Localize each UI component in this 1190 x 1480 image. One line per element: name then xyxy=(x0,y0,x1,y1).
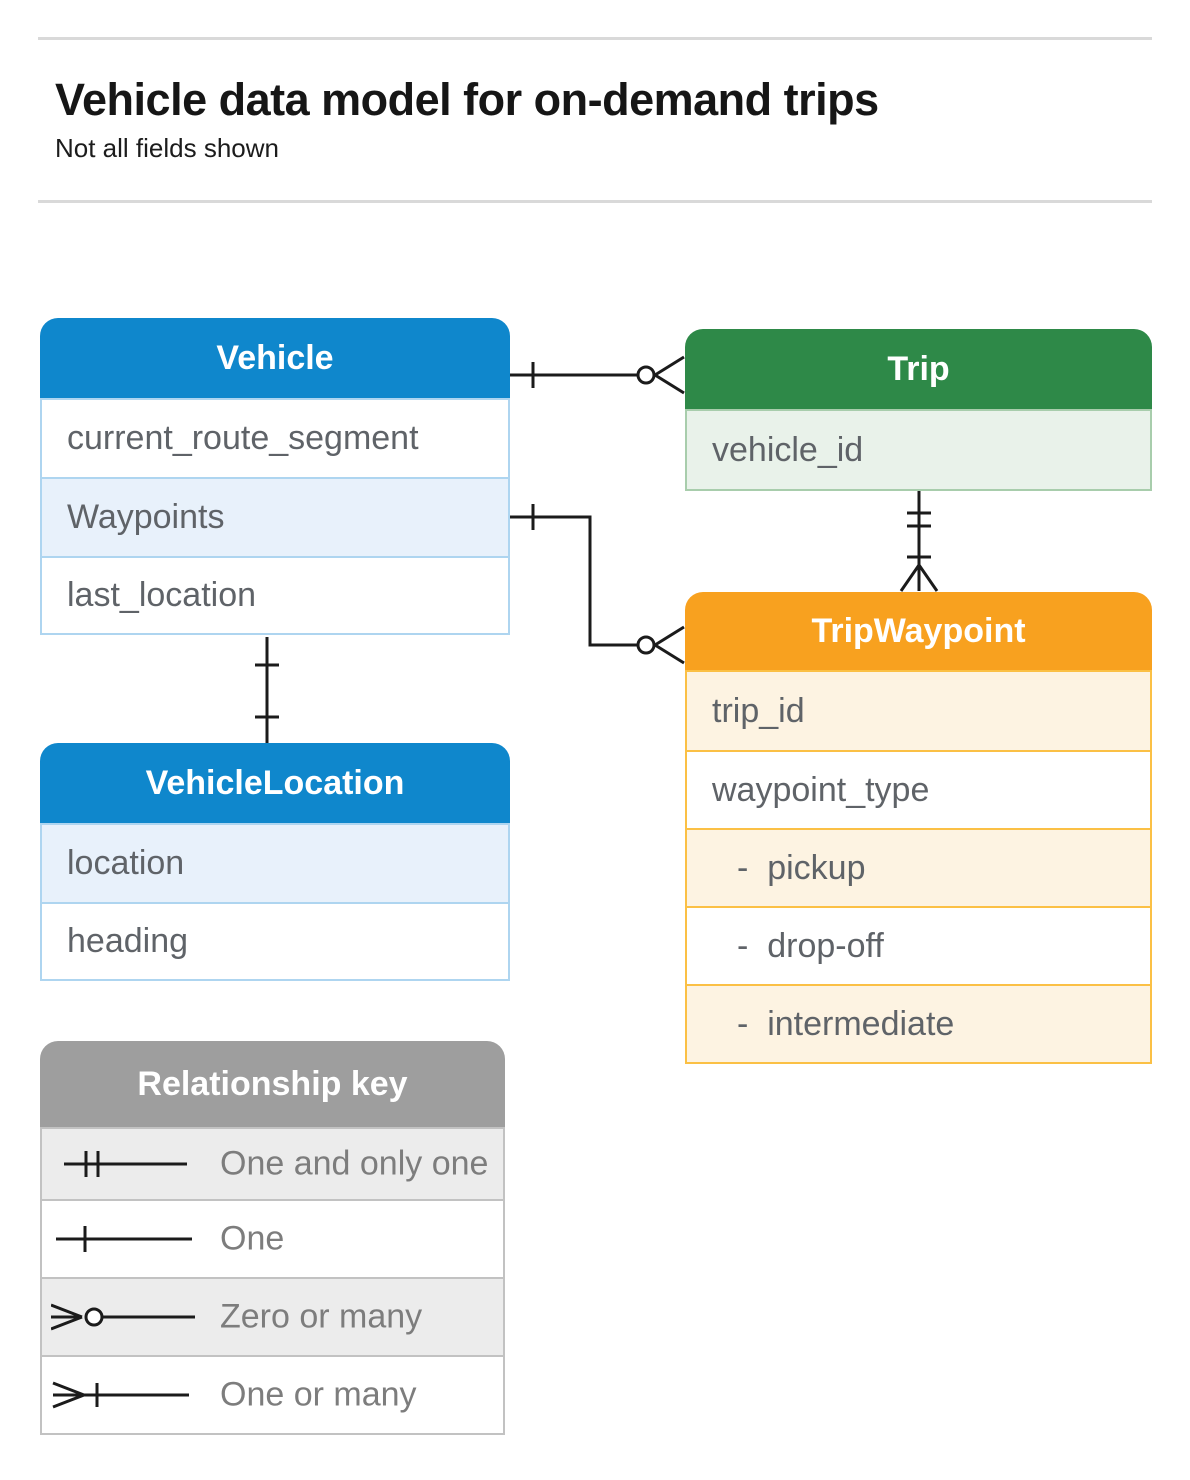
relationship-key-header: Relationship key xyxy=(40,1041,505,1127)
field-row: vehicle_id xyxy=(687,411,1150,489)
field-row: location xyxy=(42,825,508,902)
crow-foot-icon xyxy=(654,355,685,395)
key-row: Zero or many xyxy=(42,1277,503,1355)
entity-fields-vehicle: current_route_segment Waypoints last_loc… xyxy=(40,398,510,635)
field-row: trip_id xyxy=(687,672,1150,750)
page-title: Vehicle data model for on-demand trips xyxy=(55,74,879,125)
relationship-vehicle-trip xyxy=(510,355,685,395)
page-subtitle: Not all fields shown xyxy=(55,133,279,163)
entity-table-vehicle: Vehicle current_route_segment Waypoints … xyxy=(40,318,510,635)
key-label: One xyxy=(220,1219,285,1258)
entity-table-vehiclelocation: VehicleLocation location heading xyxy=(40,743,510,981)
field-row: last_location xyxy=(42,556,508,633)
entity-header-vehicle: Vehicle xyxy=(40,318,510,398)
key-label: One or many xyxy=(220,1375,417,1414)
relationship-key-rows: One and only one One Zero or many xyxy=(40,1127,505,1435)
entity-fields-vehiclelocation: location heading xyxy=(40,823,510,981)
entity-fields-trip: vehicle_id xyxy=(685,409,1152,491)
key-label: Zero or many xyxy=(220,1297,423,1336)
field-row: waypoint_type xyxy=(687,750,1150,828)
crow-foot-icon xyxy=(654,625,685,665)
relationship-vehicle-vehiclelocation xyxy=(255,637,279,743)
one-or-many-icon xyxy=(52,1381,189,1409)
top-divider xyxy=(38,37,1152,40)
key-label: One and only one xyxy=(220,1144,489,1183)
field-row: heading xyxy=(42,902,508,979)
crow-foot-icon xyxy=(899,564,939,592)
key-row: One xyxy=(42,1199,503,1277)
relationship-waypoints-tripwaypoint xyxy=(510,504,685,665)
relationship-key: Relationship key One and only one One xyxy=(40,1041,505,1435)
field-row: Waypoints xyxy=(42,477,508,556)
field-row-enum: - pickup xyxy=(687,828,1150,906)
relationship-trip-tripwaypoint xyxy=(899,490,939,592)
field-row-enum: - drop-off xyxy=(687,906,1150,984)
field-row: current_route_segment xyxy=(67,419,419,457)
header-divider xyxy=(38,200,1152,203)
zero-or-many-icon xyxy=(51,1303,195,1331)
entity-table-trip: Trip vehicle_id xyxy=(685,329,1152,491)
entity-table-tripwaypoint: TripWaypoint trip_id waypoint_type - pic… xyxy=(685,592,1152,1064)
zero-circle xyxy=(636,635,656,655)
entity-header-trip: Trip xyxy=(685,329,1152,409)
entity-header-tripwaypoint: TripWaypoint xyxy=(685,592,1152,670)
key-row: One or many xyxy=(42,1355,503,1433)
zero-circle xyxy=(636,365,656,385)
one-icon xyxy=(56,1226,192,1252)
entity-fields-tripwaypoint: trip_id waypoint_type - pickup - drop-of… xyxy=(685,670,1152,1064)
key-row: One and only one xyxy=(42,1129,503,1199)
one-and-only-one-icon xyxy=(64,1151,187,1177)
field-row-enum: - intermediate xyxy=(687,984,1150,1062)
entity-header-vehiclelocation: VehicleLocation xyxy=(40,743,510,823)
